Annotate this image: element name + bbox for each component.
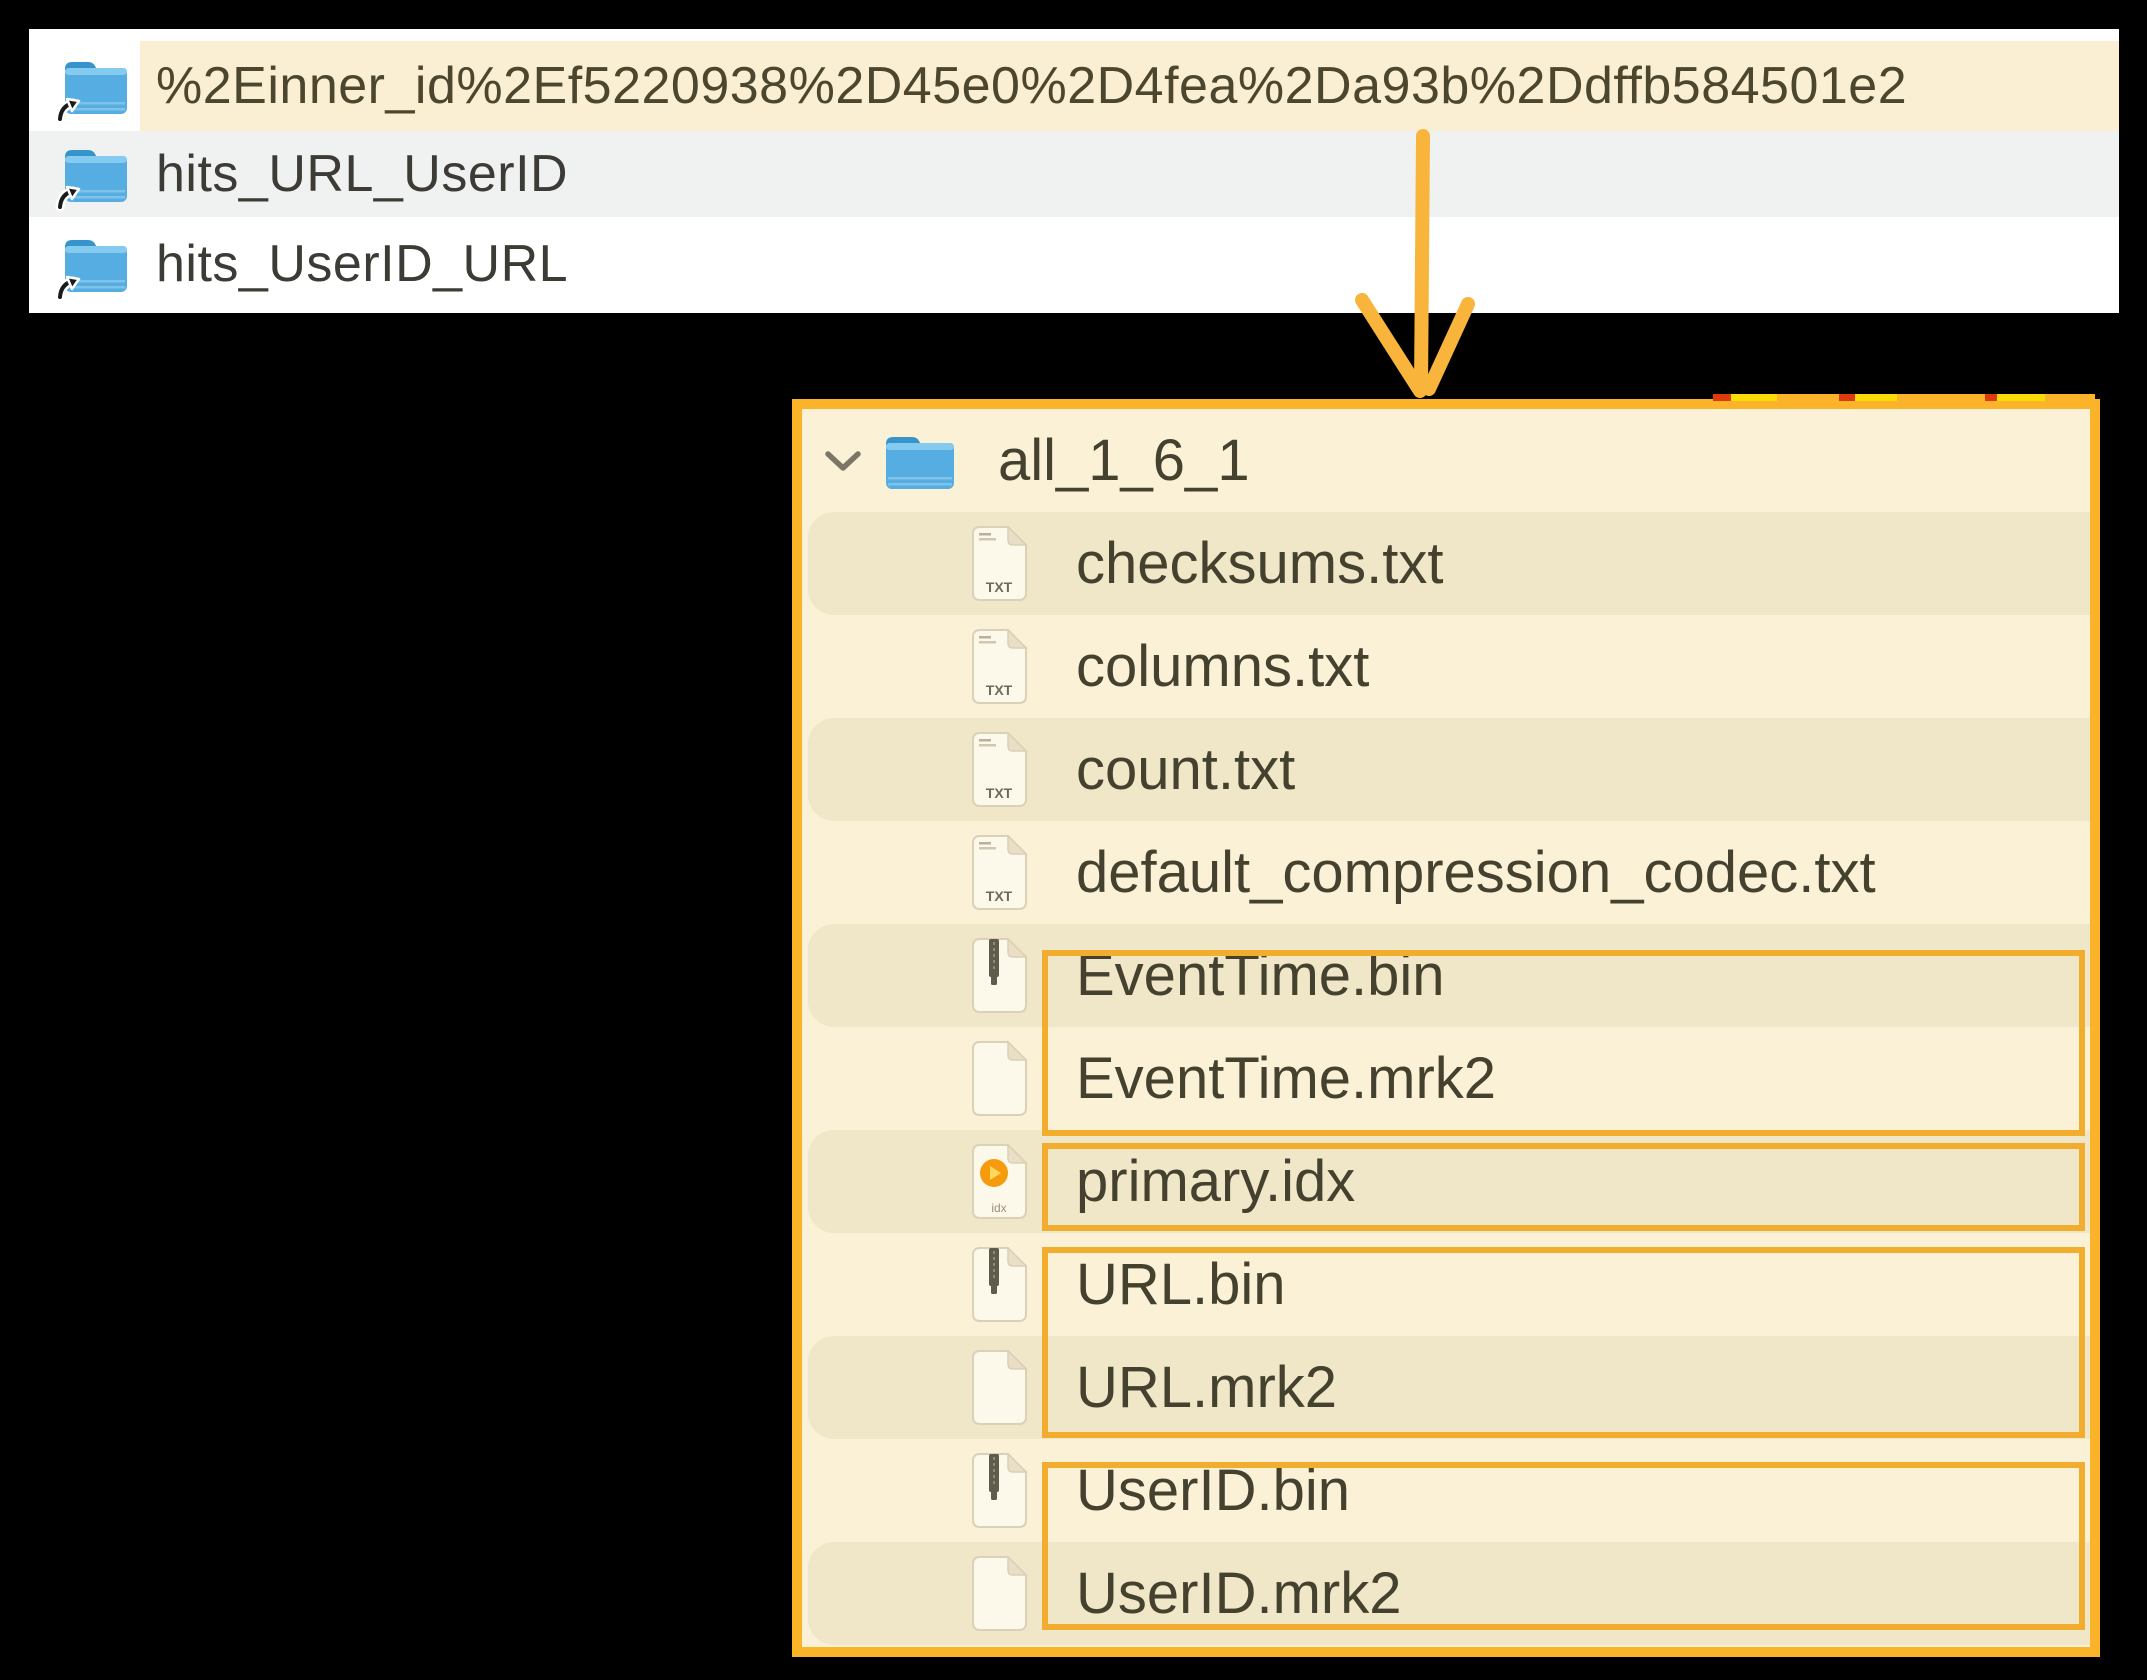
folder-icon — [882, 429, 958, 493]
file-name: columns.txt — [1076, 634, 1370, 699]
svg-text:TXT: TXT — [986, 785, 1013, 801]
finder-list-panel: %2Einner_id%2Ef5220938%2D45e0%2D4fea%2Da… — [29, 29, 2119, 313]
file-name: URL.mrk2 — [1076, 1355, 1338, 1420]
alias-folder-icon — [55, 233, 128, 302]
txt-file-icon: TXT — [968, 730, 1032, 810]
chevron-down-icon[interactable] — [822, 447, 864, 475]
file-name: checksums.txt — [1076, 531, 1444, 596]
mrk2-file-icon — [968, 1348, 1032, 1428]
tree-row-root-folder[interactable]: all_1_6_1 — [802, 409, 2090, 512]
svg-text:TXT: TXT — [986, 888, 1013, 904]
finder-row-hits-url-userid[interactable]: hits_URL_UserID — [29, 131, 2119, 217]
tree-row-file[interactable]: idx primary.idx — [802, 1130, 2090, 1233]
file-name: count.txt — [1076, 737, 1296, 802]
mrk2-file-icon — [968, 1039, 1032, 1119]
alias-arrow-badge — [54, 272, 84, 302]
svg-text:TXT: TXT — [986, 579, 1013, 595]
idx-file-icon: idx — [968, 1142, 1032, 1222]
alias-arrow-badge — [54, 94, 84, 124]
bin-file-icon — [968, 1245, 1032, 1325]
tree-row-file[interactable]: EventTime.mrk2 — [802, 1027, 2090, 1130]
bin-file-icon — [968, 1451, 1032, 1531]
tree-row-file[interactable]: TXT checksums.txt — [802, 512, 2090, 615]
clipped-artifact-strip — [1713, 394, 2095, 401]
finder-row-label: %2Einner_id%2Ef5220938%2D45e0%2D4fea%2Da… — [156, 57, 1908, 115]
file-name: EventTime.bin — [1076, 943, 1445, 1008]
alias-folder-icon — [55, 55, 128, 124]
svg-text:TXT: TXT — [986, 682, 1013, 698]
txt-file-icon: TXT — [968, 627, 1032, 707]
tree-row-file[interactable]: TXT count.txt — [802, 718, 2090, 821]
file-name: URL.bin — [1076, 1252, 1286, 1317]
tree-row-file[interactable]: URL.bin — [802, 1233, 2090, 1336]
tree-row-file[interactable]: UserID.mrk2 — [802, 1542, 2090, 1645]
file-name: default_compression_codec.txt — [1076, 840, 1876, 905]
tree-row-file[interactable]: URL.mrk2 — [802, 1336, 2090, 1439]
finder-row-hits-userid-url[interactable]: hits_UserID_URL — [29, 217, 2119, 311]
bin-file-icon — [968, 936, 1032, 1016]
finder-row-part-folder[interactable]: %2Einner_id%2Ef5220938%2D45e0%2D4fea%2Da… — [29, 41, 2119, 131]
tree-row-file[interactable]: EventTime.bin — [802, 924, 2090, 1027]
part-directory-panel: all_1_6_1 TXT checksums.txt — [792, 399, 2100, 1657]
mrk2-file-icon — [968, 1554, 1032, 1634]
alias-folder-icon — [55, 143, 128, 212]
root-folder-label: all_1_6_1 — [998, 428, 1250, 493]
tree-row-file[interactable]: TXT default_compression_codec.txt — [802, 821, 2090, 924]
txt-file-icon: TXT — [968, 524, 1032, 604]
file-name: UserID.mrk2 — [1076, 1561, 1402, 1626]
file-name: UserID.bin — [1076, 1458, 1350, 1523]
svg-text:idx: idx — [991, 1201, 1006, 1215]
file-name: primary.idx — [1076, 1149, 1356, 1214]
tree-row-file[interactable]: UserID.bin — [802, 1439, 2090, 1542]
txt-file-icon: TXT — [968, 833, 1032, 913]
file-name: EventTime.mrk2 — [1076, 1046, 1497, 1111]
alias-arrow-badge — [54, 182, 84, 212]
finder-row-label: hits_URL_UserID — [156, 145, 569, 203]
tree-row-file[interactable]: TXT columns.txt — [802, 615, 2090, 718]
finder-row-label: hits_UserID_URL — [156, 235, 569, 293]
row-selection-highlight — [140, 41, 2119, 131]
